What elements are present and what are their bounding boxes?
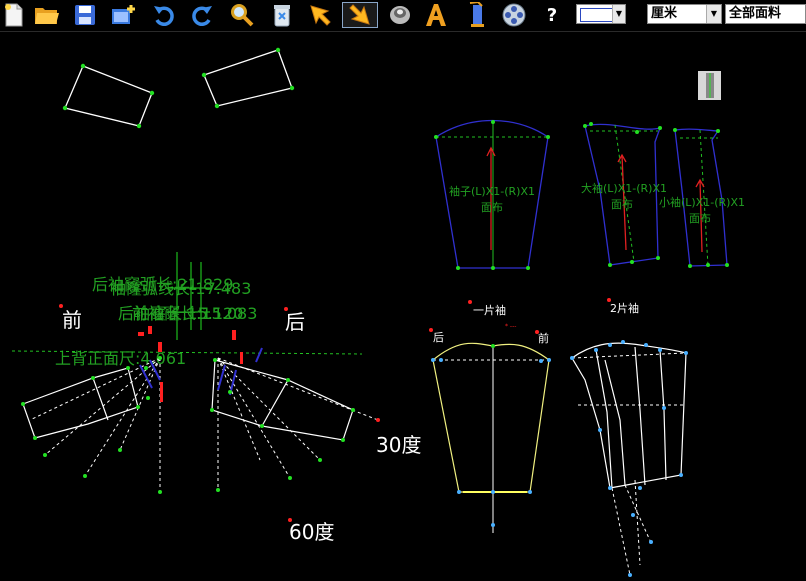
unit-select[interactable]: 厘米 ▼ xyxy=(647,4,722,24)
toolbar: ? ▼ 厘米 ▼ 全部面料 xyxy=(0,0,806,32)
angle-60-label: 60度 xyxy=(289,520,334,544)
left-armhole-marks xyxy=(139,359,161,389)
select-button[interactable] xyxy=(306,2,334,28)
unit-select-value: 厘米 xyxy=(651,6,678,21)
folder-icon xyxy=(35,8,59,24)
chevron-down-icon: ▼ xyxy=(706,5,721,23)
add-piece-button[interactable] xyxy=(110,2,138,28)
two-piece-sleeve[interactable] xyxy=(571,342,687,489)
rotate-icon xyxy=(390,6,410,24)
small-sleeve-label: 小袖(L)X1-(R)X1 xyxy=(659,195,745,209)
pick-point-button[interactable] xyxy=(342,2,378,28)
big-sleeve-label: 大袖(L)X1-(R)X1 xyxy=(581,181,667,195)
small-sleeve-fabric-label: 面布 xyxy=(689,212,711,225)
floppy-icon xyxy=(75,5,95,25)
open-file-button[interactable] xyxy=(33,2,61,28)
help-icon: ? xyxy=(546,4,558,26)
text-button[interactable] xyxy=(422,2,450,28)
big-sleeve-fabric-label: 面布 xyxy=(611,198,633,211)
arrow-icon xyxy=(310,5,331,26)
sleeve-piece[interactable] xyxy=(435,119,549,269)
back-armhole-arc-label: 后袖窿弧长:21.829 xyxy=(92,275,233,294)
small-sleeve-piece[interactable] xyxy=(674,128,728,267)
fabric-select[interactable]: 全部面料 xyxy=(725,4,806,24)
left-arm-block[interactable] xyxy=(22,367,139,439)
big-sleeve-points xyxy=(583,122,662,267)
armhole-curve-label: 袖窿弧线长:17.483 xyxy=(110,279,251,298)
left-armhole-red-marks xyxy=(138,326,163,402)
front-small-label: 前 xyxy=(538,331,549,345)
right-armhole-red-marks xyxy=(232,330,243,364)
pattern-piece-upper-right[interactable] xyxy=(203,49,293,107)
help-button[interactable]: ? xyxy=(538,2,566,28)
center-construction-lines xyxy=(168,252,210,340)
undo-icon xyxy=(154,6,174,26)
right-arm-block[interactable] xyxy=(211,359,354,441)
one-piece-sleeve-label: 一片袖 xyxy=(473,303,506,317)
sleeve-fabric-label: 面布 xyxy=(481,201,503,214)
back-armhole-length-label: 后袖窿长:15.120 xyxy=(118,304,243,323)
add-icon xyxy=(112,5,135,24)
two-piece-sleeve-points xyxy=(570,340,688,577)
sleeve-points xyxy=(434,120,550,270)
measurement-annotations: 后袖窿弧长:21.829 袖窿弧线长:17.483 后袖窿长:15.120 前袖… xyxy=(55,275,257,368)
new-file-button[interactable] xyxy=(0,2,28,28)
zoom-button[interactable] xyxy=(228,2,256,28)
piece-thumbnail[interactable] xyxy=(698,71,721,100)
left-arm-points xyxy=(21,356,162,494)
small-sleeve-points xyxy=(673,128,729,268)
magnifier-icon xyxy=(231,4,254,27)
two-piece-guides xyxy=(571,352,687,576)
two-piece-sleeve-label: 2片袖 xyxy=(610,301,639,315)
redo-icon xyxy=(192,6,212,26)
back-small-label: 后 xyxy=(433,331,444,344)
text-a-icon xyxy=(426,4,446,26)
new-file-icon xyxy=(5,3,23,27)
pointer-icon xyxy=(349,4,370,25)
big-sleeve-piece[interactable] xyxy=(584,123,662,266)
chevron-down-icon: ▼ xyxy=(612,5,625,23)
one-piece-sleeve-points xyxy=(431,358,551,527)
back-label: 后 xyxy=(285,310,305,334)
undo-button[interactable] xyxy=(150,2,178,28)
fabric-select-value: 全部面料 xyxy=(729,6,782,21)
right-arm-radial-lines xyxy=(217,357,379,490)
sleeve-cap-note: * --- xyxy=(505,323,516,330)
measure-icon xyxy=(469,2,484,27)
right-arm-points xyxy=(210,358,355,492)
one-piece-sleeve[interactable] xyxy=(432,342,550,493)
sleeve-piece-label: 袖子(L)X1-(R)X1 xyxy=(449,184,535,198)
rotate-button[interactable] xyxy=(386,2,414,28)
reel-button[interactable] xyxy=(500,2,528,28)
pattern-piece-upper-left[interactable] xyxy=(64,65,153,127)
left-arm-radial-lines xyxy=(29,357,161,492)
front-armhole-length-label: 前袖窿长:15.083 xyxy=(132,304,257,323)
line-color-select[interactable]: ▼ xyxy=(576,4,626,24)
angle-30-label: 30度 xyxy=(376,433,421,457)
reel-icon xyxy=(502,3,526,27)
point-markers-upper xyxy=(62,47,295,129)
save-button[interactable] xyxy=(71,2,99,28)
redo-button[interactable] xyxy=(188,2,216,28)
trash-icon xyxy=(274,5,290,27)
drawing-canvas[interactable]: 袖子(L)X1-(R)X1 面布 大袖(L)X1-(R)X1 面布 小袖(L)X… xyxy=(0,32,806,581)
measure-button[interactable] xyxy=(463,2,491,28)
delete-button[interactable] xyxy=(268,2,296,28)
front-label: 前 xyxy=(62,308,82,332)
guide-line xyxy=(11,350,363,355)
